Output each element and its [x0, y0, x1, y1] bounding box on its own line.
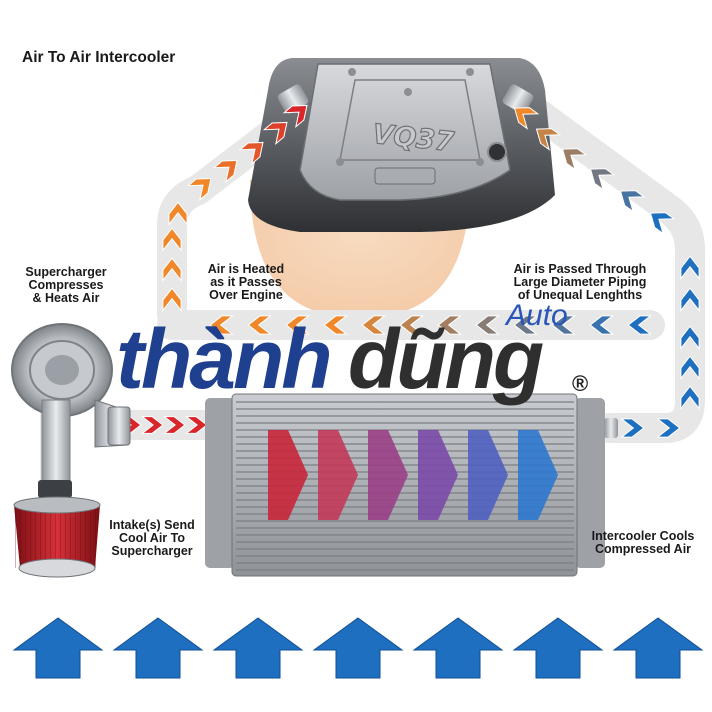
flow-arrow-icon — [238, 141, 264, 166]
core-fins — [236, 401, 574, 571]
airflow-arrow-icon — [612, 617, 704, 679]
flow-arrow-icon — [418, 430, 458, 520]
engine-cover-icon: VQ37 — [248, 58, 555, 232]
flow-arrow-icon — [285, 315, 310, 335]
flow-arrow-icon — [680, 325, 700, 350]
flow-arrow-icon — [162, 257, 182, 282]
flow-arrow-icon — [268, 430, 308, 520]
airflow-arrow-icon — [312, 617, 404, 679]
label-line: Large Diameter Piping — [513, 275, 647, 289]
airflow-arrow-icon — [112, 617, 204, 679]
flow-arrow-icon — [680, 255, 700, 280]
supercharger-icon — [11, 323, 131, 486]
label-line: Intercooler Cools — [591, 529, 695, 543]
label-line: Air is Heated — [207, 262, 285, 276]
flow-arrow-icon — [262, 121, 288, 146]
flow-arrow-icon — [619, 190, 646, 213]
flow-arrow-icon — [323, 315, 348, 335]
flow-arrow-icon — [620, 418, 645, 438]
flow-arrow-icon — [551, 315, 576, 335]
label-line: Supercharger — [25, 265, 107, 279]
air-filter-icon — [13, 480, 101, 578]
airflow-arrow-icon — [512, 617, 604, 679]
watermark-brand-blue: thành — [116, 312, 333, 406]
flow-arrow-icon — [399, 315, 424, 335]
label-line: of Unequal Lenghths — [517, 288, 643, 302]
airflow-arrow-icon — [212, 617, 304, 679]
label-supercharger: Supercharger Compresses & Heats Air — [14, 266, 118, 305]
watermark-sub: Auto — [506, 299, 568, 332]
flow-arrow-icon — [282, 104, 308, 129]
label-line: Compresses — [28, 278, 104, 292]
flow-arrow-icon — [162, 287, 182, 312]
flow-arrow-icon — [212, 159, 238, 184]
flow-arrow-icon — [141, 416, 164, 434]
flow-arrow-icon — [513, 107, 540, 130]
flow-arrow-icon — [680, 287, 700, 312]
label-intercooler: Intercooler Cools Compressed Air — [580, 530, 706, 556]
diagram-title: Air To Air Intercooler — [22, 49, 176, 66]
flow-arrow-icon — [627, 315, 652, 335]
intercooler-core-icon — [205, 393, 618, 577]
flow-arrow-icon — [680, 385, 700, 410]
flow-arrow-icon — [437, 315, 462, 335]
flow-arrow-icon — [318, 430, 358, 520]
airflow-arrow-icon — [12, 617, 104, 679]
label-air-heated: Air is Heated as it Passes Over Engine — [196, 263, 296, 302]
flow-arrow-icon — [589, 168, 616, 191]
flow-arrow-icon — [649, 212, 676, 235]
label-intake: Intake(s) Send Cool Air To Supercharger — [100, 519, 204, 558]
flow-arrow-icon — [163, 416, 186, 434]
flow-arrow-icon — [535, 128, 562, 151]
label-line: Over Engine — [209, 288, 283, 302]
flow-arrow-icon — [361, 315, 386, 335]
label-line: & Heats Air — [32, 291, 100, 305]
flow-arrow-icon — [186, 177, 212, 202]
label-line: Air is Passed Through — [513, 262, 647, 276]
label-line: Compressed Air — [594, 542, 692, 556]
airflow-arrows — [12, 617, 704, 679]
flow-arrow-icon — [561, 148, 588, 171]
flow-arrow-icon — [185, 416, 208, 434]
airflow-arrow-icon — [412, 617, 504, 679]
core-arrows — [268, 430, 558, 520]
flow-arrow-icon — [475, 315, 500, 335]
flow-arrow-icon — [656, 418, 681, 438]
label-line: Supercharger — [111, 544, 193, 558]
flow-arrow-icon — [589, 315, 614, 335]
flow-arrow-icon — [209, 315, 234, 335]
flow-arrow-icon — [368, 430, 408, 520]
flow-arrow-icon — [168, 201, 188, 226]
label-line: Intake(s) Send — [109, 518, 195, 532]
flow-arrow-icon — [680, 355, 700, 380]
flow-arrow-icon — [518, 430, 558, 520]
label-line: as it Passes — [210, 275, 282, 289]
label-line: Cool Air To — [119, 531, 185, 545]
flow-arrow-icon — [162, 227, 182, 252]
watermark-registered: ® — [572, 371, 589, 396]
label-air-passed: Air is Passed Through Large Diameter Pip… — [500, 263, 660, 302]
flow-arrow-icon — [247, 315, 272, 335]
flow-arrow-icon — [513, 315, 538, 335]
flow-arrow-icon — [468, 430, 508, 520]
watermark-brand-dark: dũng — [348, 312, 544, 406]
